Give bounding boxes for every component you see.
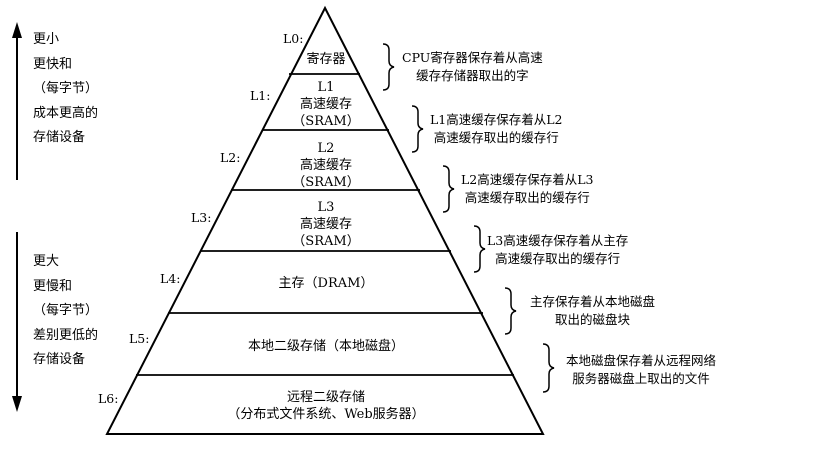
layer-line: （SRAM） xyxy=(292,114,360,129)
brace-l0 xyxy=(382,43,395,91)
up-arrow-icon xyxy=(12,22,22,180)
desc-line: 取出的磁盘块 xyxy=(555,312,631,327)
desc-line: 高速缓存取出的缓存行 xyxy=(495,251,621,266)
layer-line: L2 xyxy=(317,141,335,156)
down-arrow-icon xyxy=(12,232,22,412)
layer-line: L1 xyxy=(317,80,335,95)
level-tag-l6: L6: xyxy=(98,391,119,406)
desc-line: 本地磁盘保存着从远程网络 xyxy=(566,353,717,368)
desc-line: L2高速缓存保存着从L3 xyxy=(461,172,594,187)
desc-l1: L1高速缓存保存着从L2 高速缓存取出的缓存行 xyxy=(430,111,563,147)
layer-line: L3 xyxy=(317,200,335,215)
desc-l4: 主存保存着从本地磁盘 取出的磁盘块 xyxy=(530,293,655,329)
desc-line: CPU寄存器保存着从高速 xyxy=(402,50,543,65)
left-top-line: 存储设备 xyxy=(33,130,86,145)
desc-l2: L2高速缓存保存着从L3 高速缓存取出的缓存行 xyxy=(461,171,594,207)
level-tag-l5: L5: xyxy=(129,331,150,346)
layer-line: （分布式文件系统、Web服务器） xyxy=(227,407,425,422)
left-top-description: 更小 更快和 （每字节） 成本更高的 存储设备 xyxy=(33,28,98,151)
brace-l5 xyxy=(542,343,555,393)
left-top-line: 更小 xyxy=(33,32,60,47)
brace-l2 xyxy=(442,165,455,213)
brace-l3 xyxy=(473,225,486,273)
level-tag-l4: L4: xyxy=(160,271,181,286)
layer-label-l6: 远程二级存储 （分布式文件系统、Web服务器） xyxy=(227,389,424,423)
desc-line: L3高速缓存保存着从主存 xyxy=(487,233,629,248)
layer-line: 高速缓存 xyxy=(299,158,352,173)
desc-line: 高速缓存取出的缓存行 xyxy=(464,190,590,205)
layer-line: 寄存器 xyxy=(306,52,346,67)
left-bottom-line: 存储设备 xyxy=(33,352,86,367)
layer-label-l2: L2 高速缓存 （SRAM） xyxy=(292,140,359,191)
desc-line: 服务器磁盘上取出的文件 xyxy=(572,371,710,386)
desc-line: 缓存存储器取出的字 xyxy=(416,68,529,83)
layer-label-l5: 本地二级存储（本地磁盘） xyxy=(248,338,404,355)
left-bottom-line: 更慢和 xyxy=(33,278,73,294)
desc-line: 主存保存着从本地磁盘 xyxy=(530,294,656,309)
left-bottom-description: 更大 更慢和 （每字节） 差别更低的 存储设备 xyxy=(33,250,98,373)
desc-line: L1高速缓存保存着从L2 xyxy=(430,112,563,127)
left-bottom-line: 更大 xyxy=(33,254,60,269)
left-top-line: （每字节） xyxy=(33,81,99,96)
desc-line: 高速缓存取出的缓存行 xyxy=(433,130,559,145)
desc-l0: CPU寄存器保存着从高速 缓存存储器取出的字 xyxy=(402,49,543,85)
left-top-line: 更快和 xyxy=(33,56,73,72)
layer-line: 高速缓存 xyxy=(299,217,352,232)
layer-label-l1: L1 高速缓存 （SRAM） xyxy=(292,79,359,130)
layer-label-l0: 寄存器 xyxy=(306,51,345,68)
layer-line: （SRAM） xyxy=(292,175,360,190)
brace-l1 xyxy=(411,105,424,153)
level-tag-l3: L3: xyxy=(191,210,212,225)
level-tag-l1: L1: xyxy=(250,88,271,103)
layer-line: （SRAM） xyxy=(292,234,360,249)
layer-line: 高速缓存 xyxy=(299,97,352,112)
desc-l5: 本地磁盘保存着从远程网络 服务器磁盘上取出的文件 xyxy=(566,352,716,388)
level-tag-l2: L2: xyxy=(220,150,241,165)
pyramid-outline xyxy=(105,5,545,435)
desc-l3: L3高速缓存保存着从主存 高速缓存取出的缓存行 xyxy=(487,232,628,268)
brace-l4 xyxy=(504,287,517,335)
left-top-line: 成本更高的 xyxy=(33,105,99,121)
layer-label-l3: L3 高速缓存 （SRAM） xyxy=(292,199,359,250)
level-tag-l0: L0: xyxy=(283,31,304,46)
layer-line: 远程二级存储 xyxy=(286,390,366,405)
layer-line: 本地二级存储（本地磁盘） xyxy=(247,339,405,354)
layer-label-l4: 主存（DRAM） xyxy=(279,275,374,292)
left-bottom-line: 差别更低的 xyxy=(33,327,99,343)
left-bottom-line: （每字节） xyxy=(33,303,99,318)
layer-line: 主存（DRAM） xyxy=(278,276,374,291)
